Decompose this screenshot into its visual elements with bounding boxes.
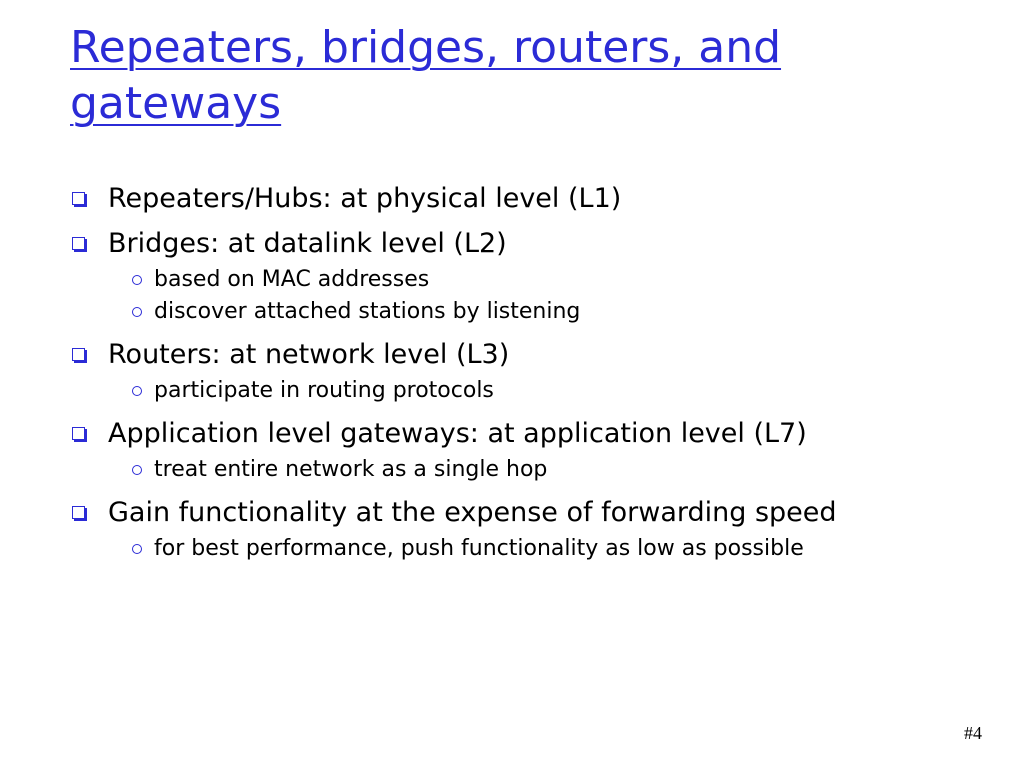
square-bullet-icon bbox=[72, 237, 85, 250]
sub-bullet-list: for best performance, push functionality… bbox=[108, 533, 950, 565]
circle-bullet-icon bbox=[132, 275, 142, 285]
bullet-text: Gain functionality at the expense of for… bbox=[108, 497, 837, 528]
sub-bullet-text: based on MAC addresses bbox=[154, 267, 430, 292]
slide-title: Repeaters, bridges, routers, and gateway… bbox=[70, 20, 970, 132]
sub-bullet-text: treat entire network as a single hop bbox=[154, 457, 548, 482]
bullet-text: Routers: at network level (L3) bbox=[108, 339, 510, 370]
bullet-item: Application level gateways: at applicati… bbox=[70, 415, 950, 486]
sub-bullet-list: participate in routing protocols bbox=[108, 375, 950, 407]
square-bullet-icon bbox=[72, 506, 85, 519]
bullet-text: Application level gateways: at applicati… bbox=[108, 418, 807, 449]
sub-bullet-text: for best performance, push functionality… bbox=[154, 536, 804, 561]
bullet-list: Repeaters/Hubs: at physical level (L1) B… bbox=[70, 180, 950, 573]
bullet-item: Gain functionality at the expense of for… bbox=[70, 494, 950, 565]
circle-bullet-icon bbox=[132, 307, 142, 317]
sub-bullet-item: treat entire network as a single hop bbox=[108, 454, 950, 486]
bullet-item: Repeaters/Hubs: at physical level (L1) bbox=[70, 180, 950, 217]
bullet-item: Bridges: at datalink level (L2) based on… bbox=[70, 225, 950, 328]
sub-bullet-item: for best performance, push functionality… bbox=[108, 533, 950, 565]
circle-bullet-icon bbox=[132, 544, 142, 554]
circle-bullet-icon bbox=[132, 465, 142, 475]
square-bullet-icon bbox=[72, 348, 85, 361]
sub-bullet-item: discover attached stations by listening bbox=[108, 296, 950, 328]
circle-bullet-icon bbox=[132, 386, 142, 396]
slide-title-text: Repeaters, bridges, routers, and gateway… bbox=[70, 22, 782, 129]
bullet-item: Routers: at network level (L3) participa… bbox=[70, 336, 950, 407]
sub-bullet-text: discover attached stations by listening bbox=[154, 299, 581, 324]
sub-bullet-list: based on MAC addresses discover attached… bbox=[108, 264, 950, 328]
sub-bullet-item: based on MAC addresses bbox=[108, 264, 950, 296]
square-bullet-icon bbox=[72, 192, 85, 205]
bullet-text: Bridges: at datalink level (L2) bbox=[108, 228, 507, 259]
sub-bullet-list: treat entire network as a single hop bbox=[108, 454, 950, 486]
square-bullet-icon bbox=[72, 427, 85, 440]
sub-bullet-item: participate in routing protocols bbox=[108, 375, 950, 407]
bullet-text: Repeaters/Hubs: at physical level (L1) bbox=[108, 183, 622, 214]
sub-bullet-text: participate in routing protocols bbox=[154, 378, 494, 403]
page-number: #4 bbox=[964, 723, 982, 743]
